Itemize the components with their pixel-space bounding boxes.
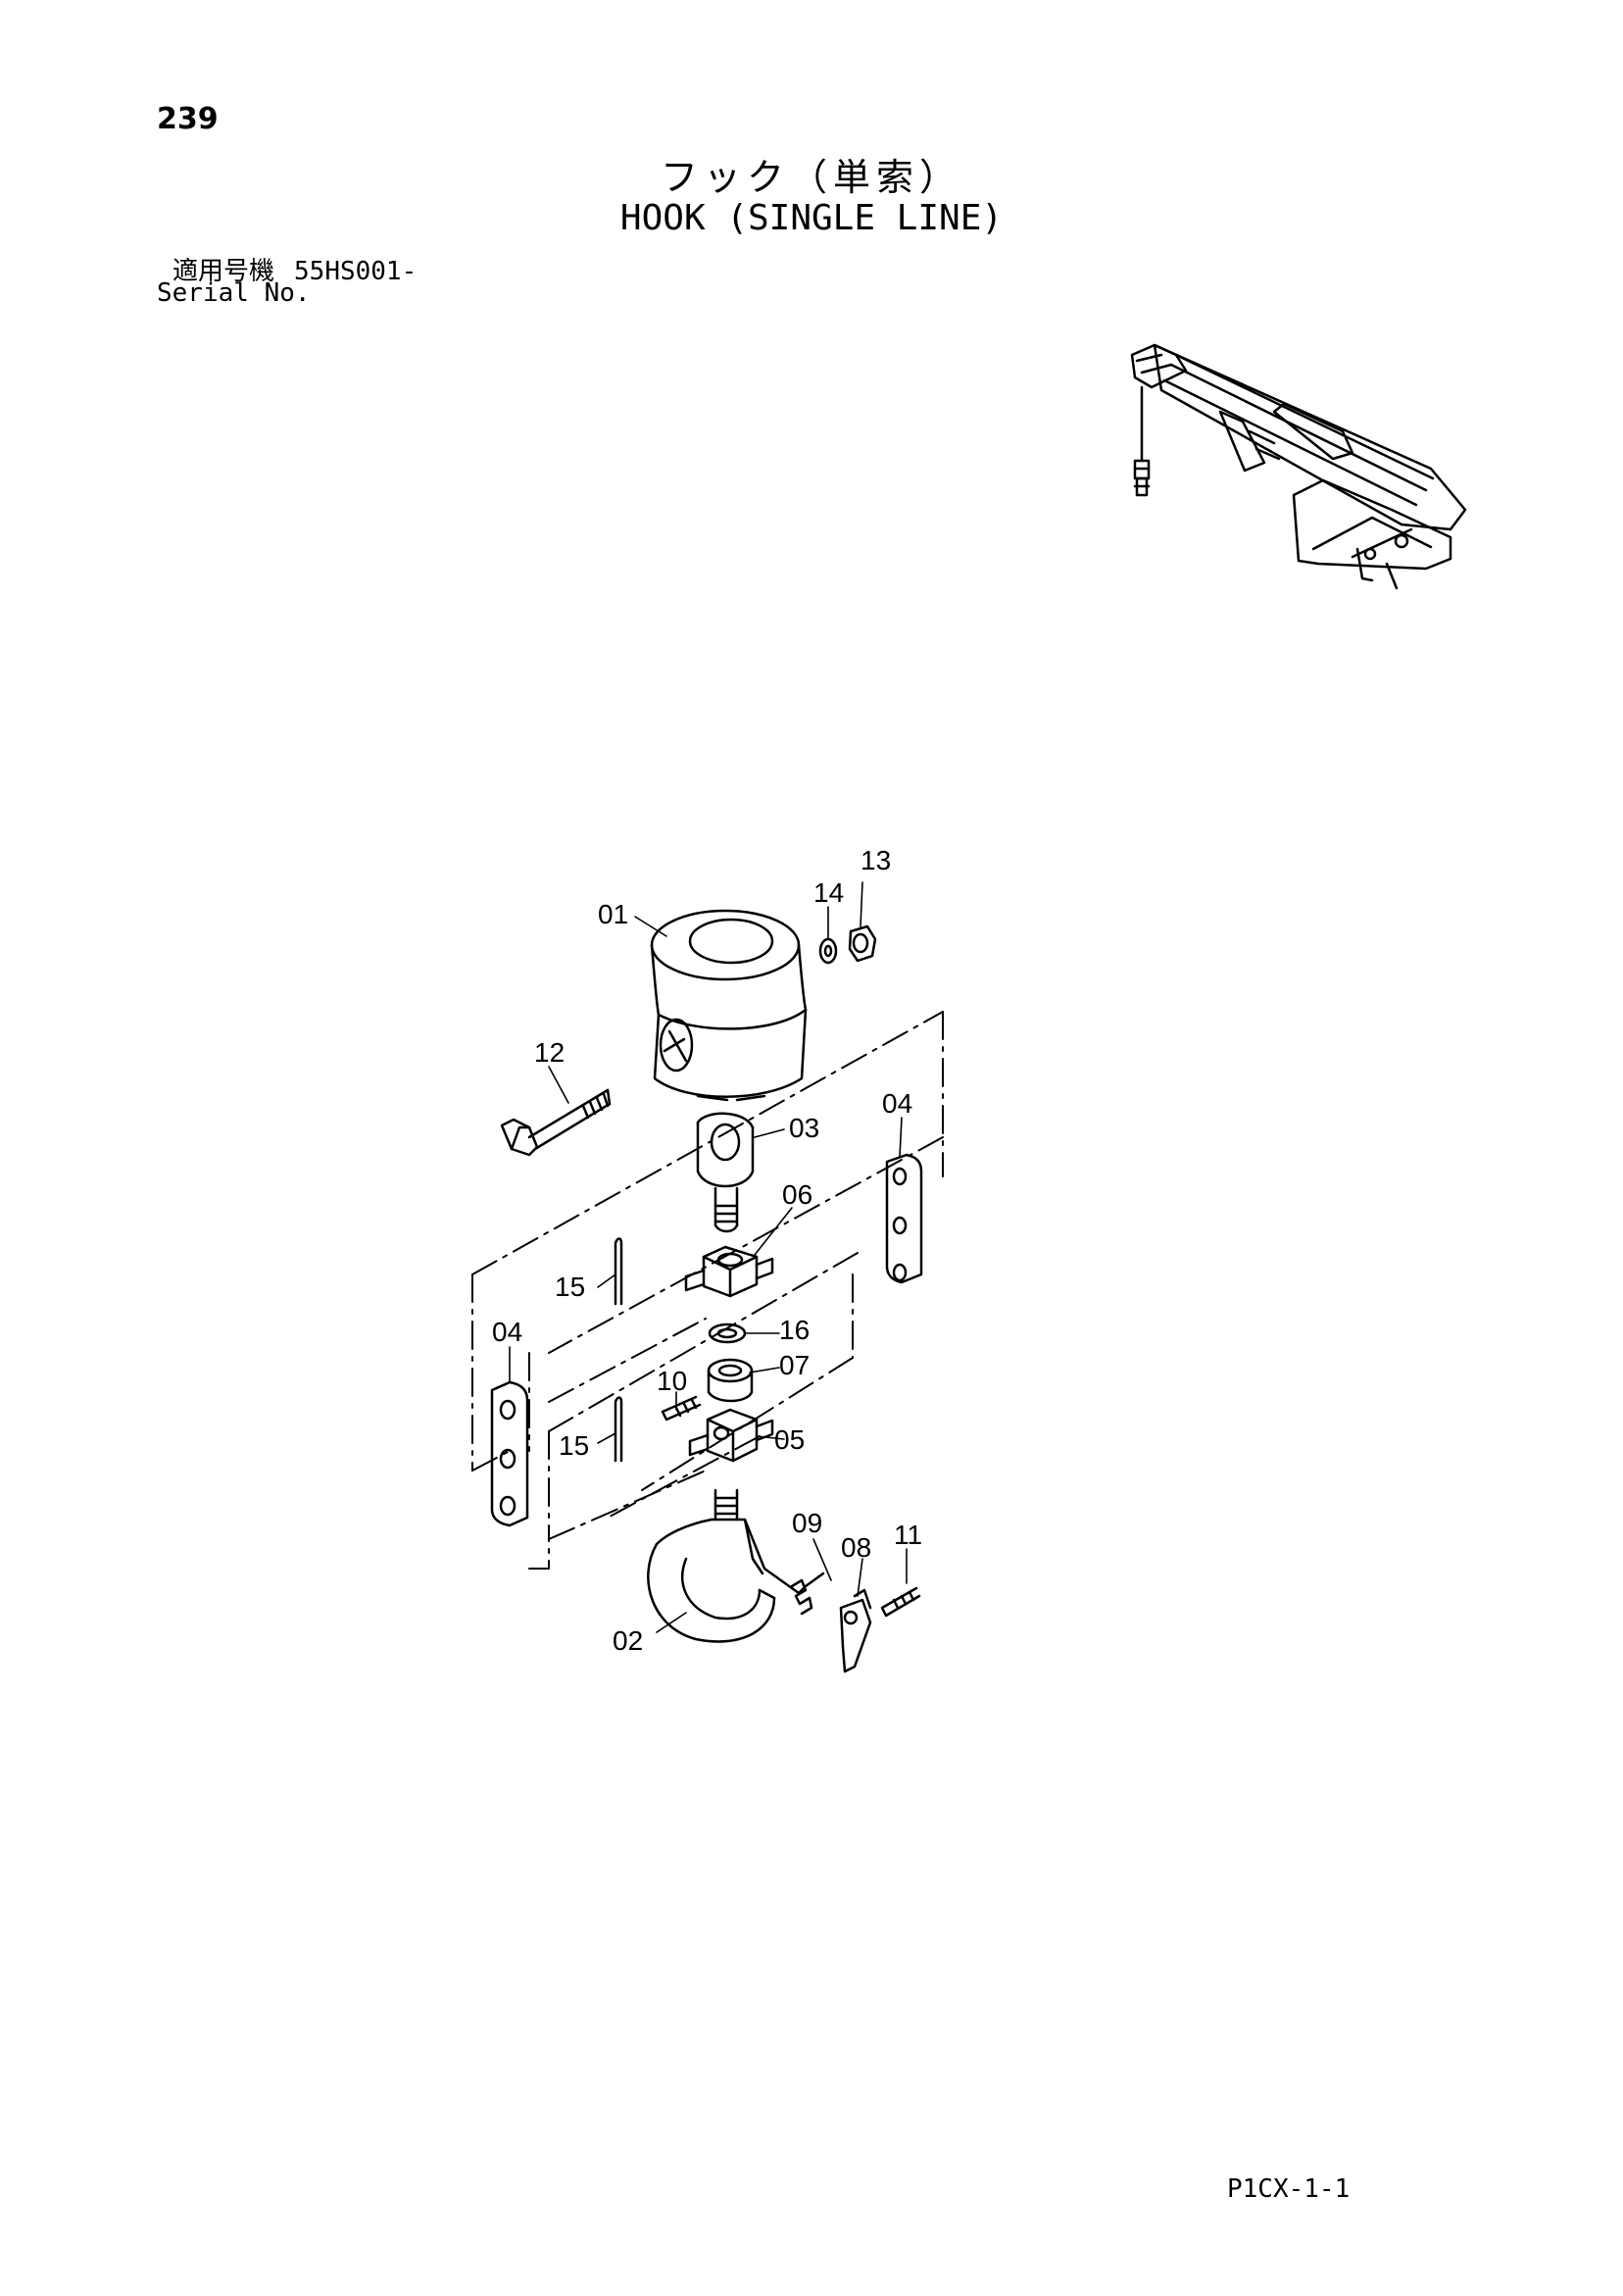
serial-value: 55HS001- (294, 257, 418, 286)
part-12-bolt (500, 1088, 612, 1157)
callout-03: 03 (789, 1113, 819, 1143)
page-number: 239 (157, 102, 219, 136)
callout-06: 06 (782, 1179, 812, 1210)
part-01-hook-block (650, 909, 808, 1102)
part-04-side-plate-right (885, 1153, 923, 1284)
callout-02: 02 (613, 1625, 643, 1656)
callout-11: 11 (894, 1520, 922, 1550)
page-code: P1CX-1-1 (1227, 2174, 1351, 2204)
callout-04-left: 04 (492, 1317, 522, 1347)
part-05-trunnion (688, 1408, 774, 1463)
callout-01: 01 (598, 899, 628, 929)
part-07-bearing (707, 1358, 754, 1403)
assembly-guide-lines (471, 1011, 944, 1570)
title-english: HOOK (SINGLE LINE) (619, 198, 1004, 238)
callout-16: 16 (779, 1315, 810, 1345)
part-11-latch-pin (880, 1586, 921, 1618)
part-09-spring (790, 1572, 825, 1616)
crane-thumbnail (1130, 343, 1467, 590)
part-15-split-pins (614, 1237, 623, 1463)
leader-lines (509, 881, 908, 1633)
callout-05: 05 (774, 1424, 805, 1455)
part-08-latch (839, 1588, 872, 1673)
part-13-nut (848, 924, 877, 963)
part-03-swivel (696, 1112, 755, 1233)
callout-09: 09 (792, 1508, 822, 1538)
callout-04-right: 04 (882, 1088, 912, 1119)
serial-label-jp: 適用号機 (172, 257, 275, 286)
callout-14: 14 (813, 877, 844, 908)
callout-13: 13 (861, 845, 891, 875)
callout-12: 12 (534, 1037, 565, 1068)
part-04-side-plate-left (490, 1380, 529, 1527)
callout-07: 07 (779, 1350, 810, 1380)
callout-10: 10 (657, 1366, 687, 1396)
serial-label-en: Serial No. (157, 278, 311, 308)
callout-labels: 01 02 03 04 04 05 06 07 08 09 10 11 12 1… (492, 845, 922, 1656)
serial-line-jp: 適用号機 55HS001- (172, 251, 417, 287)
part-14-washer (818, 937, 838, 965)
callout-08: 08 (841, 1532, 871, 1563)
title-japanese: フック（単索） (660, 156, 962, 199)
part-02-hook (647, 1488, 808, 1643)
part-10-pin (661, 1395, 702, 1422)
callout-15-upper: 15 (555, 1272, 585, 1302)
callout-15-lower: 15 (559, 1430, 589, 1461)
part-06-trunnion (684, 1245, 774, 1298)
